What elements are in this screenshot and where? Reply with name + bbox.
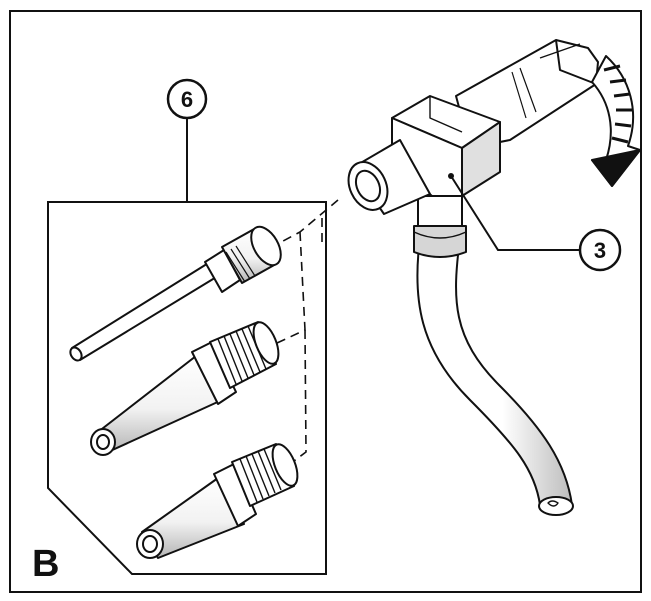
callout-6-circle [166, 78, 208, 120]
needle-adapter [69, 225, 282, 362]
rotation-arrow-icon [591, 55, 641, 187]
small-cone-adapter [136, 443, 299, 559]
callout-3-circle [578, 228, 622, 272]
callout-6-label: 6 [181, 87, 193, 112]
pump-head [347, 39, 599, 227]
large-cone-adapter [90, 321, 280, 456]
callout-3-label: 3 [594, 238, 606, 263]
callout-3-leader [450, 175, 580, 251]
hose [413, 225, 574, 516]
panel-label: B [32, 543, 59, 585]
adapter-set-box [47, 201, 327, 575]
